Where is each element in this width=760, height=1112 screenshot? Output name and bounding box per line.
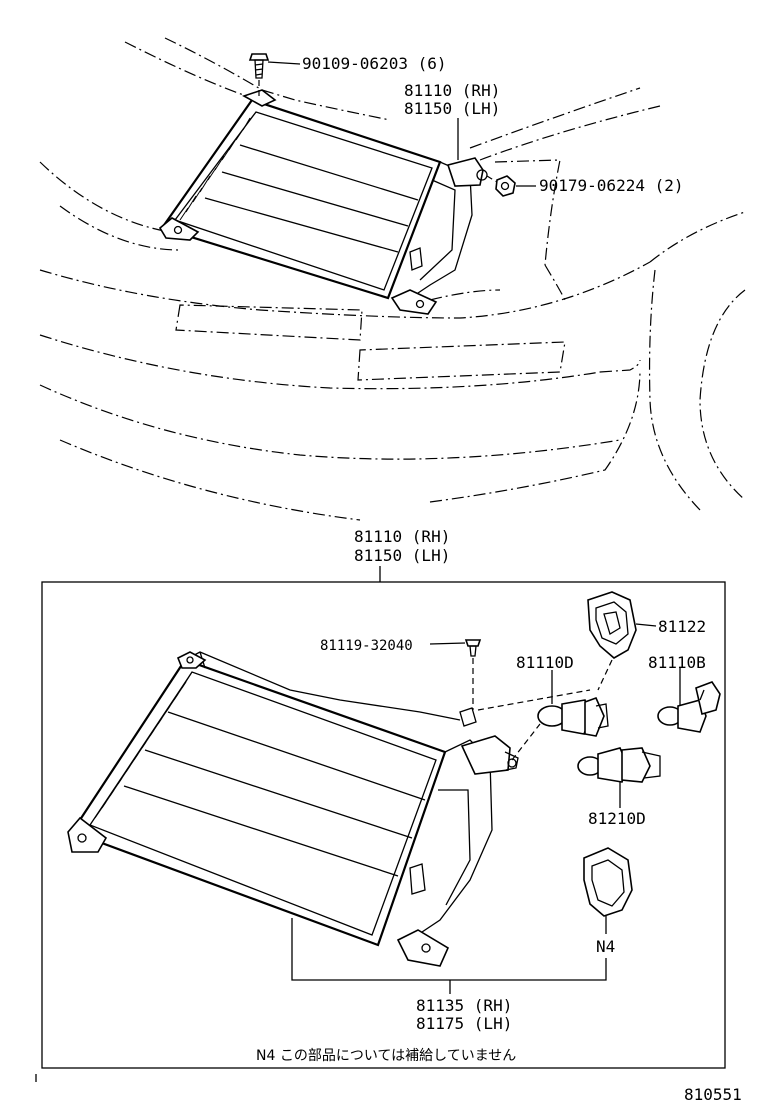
- cover-guide: [597, 659, 613, 691]
- label-nut-top: 90179-06224 (2): [539, 176, 684, 195]
- unit-bracket: [291, 918, 607, 981]
- screw-leader: [267, 61, 301, 65]
- label-headlamp-lh-top: 81150 (LH): [404, 99, 500, 118]
- bulb-81210d-icon: [577, 747, 661, 783]
- label-n4: N4: [596, 937, 615, 956]
- label-unit-rh: 81135 (RH): [416, 996, 512, 1015]
- headlamp-unit-detail: [67, 651, 519, 967]
- small-screw-icon: [464, 639, 482, 657]
- label-screw-top: 90109-06203 (6): [302, 54, 447, 73]
- cover-leader: [635, 623, 657, 627]
- label-box-header-rh: 81110 (RH): [354, 527, 450, 546]
- nut-guide: [486, 175, 498, 183]
- parts-box-frame: [41, 581, 726, 1069]
- gasket-n4-icon: [583, 847, 633, 917]
- supply-note: N4 この部品については補給していません: [256, 1048, 516, 1064]
- screw-icon: [248, 53, 270, 79]
- label-bulb-81210d: 81210D: [588, 809, 646, 828]
- vehicle-body-outline: [39, 37, 746, 521]
- label-cover: 81122: [658, 617, 706, 636]
- label-small-screw: 81119-32040: [320, 638, 413, 654]
- label-box-header-lh: 81150 (LH): [354, 546, 450, 565]
- label-unit-lh: 81175 (LH): [416, 1014, 512, 1033]
- figure-id: 810551: [684, 1085, 742, 1104]
- headlamp-assembly-top: [158, 89, 488, 315]
- nut-icon: [495, 175, 516, 197]
- label-bulb-b: 81110B: [648, 653, 706, 672]
- small-screw-leader: [429, 642, 466, 645]
- bulb-cover-icon: [587, 591, 637, 659]
- label-bulb-d: 81110D: [516, 653, 574, 672]
- bulb-d-guide: [511, 723, 541, 761]
- bulb-81110d-icon: [537, 696, 609, 737]
- bulb-d-guide-2: [477, 689, 591, 711]
- label-headlamp-rh-top: 81110 (RH): [404, 81, 500, 100]
- bulb-81110b-icon: [657, 681, 721, 733]
